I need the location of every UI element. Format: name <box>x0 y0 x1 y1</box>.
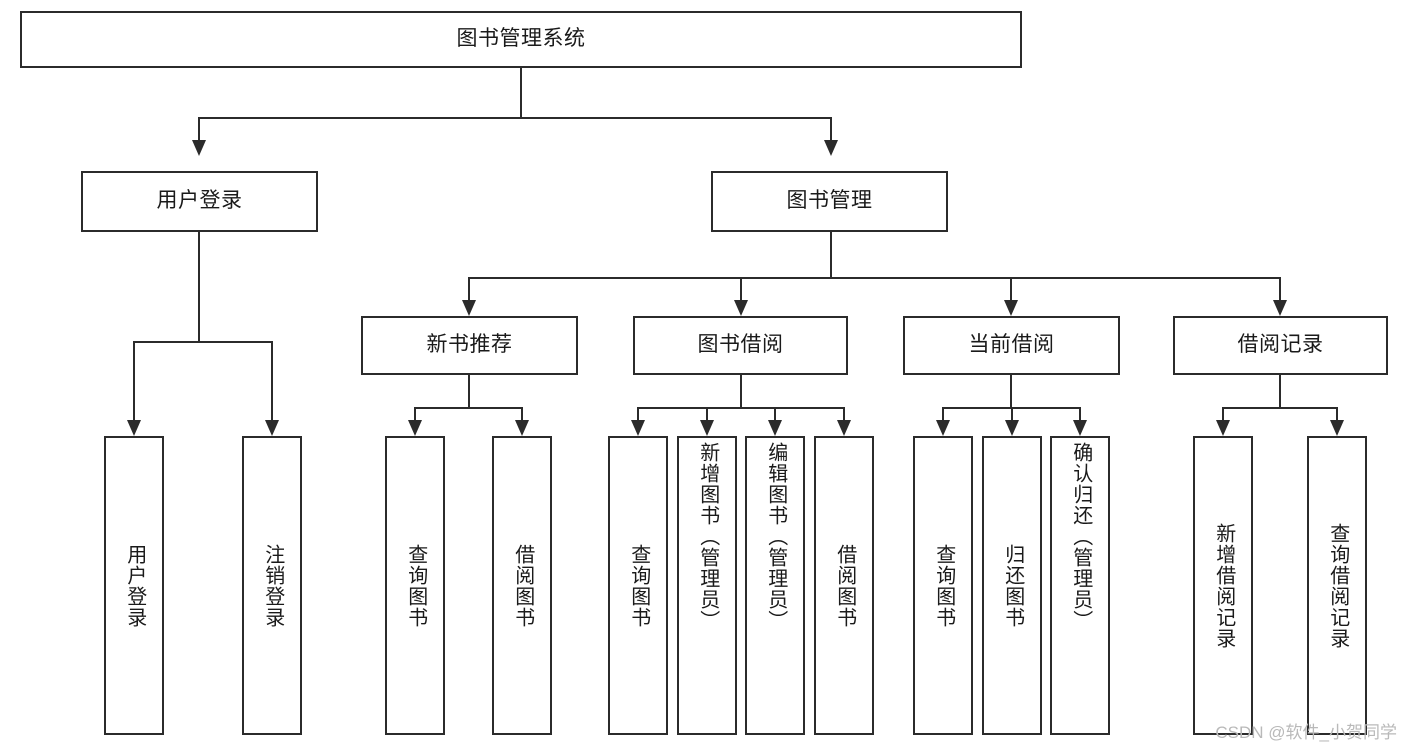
connector-root-to-user-login <box>198 117 200 140</box>
node-label: 图书管理系统 <box>456 27 586 51</box>
connector-new-book-to-leaf-1 <box>414 407 416 420</box>
arrowhead-current-borrow-leaf-3 <box>1073 420 1087 436</box>
leaf-label: 用户登录 <box>123 543 146 628</box>
connector-book-borrow-to-leaf-4 <box>843 407 845 420</box>
node-new-book-recommend[interactable]: 新书推荐 <box>361 316 578 375</box>
arrowhead-new-book <box>462 300 476 316</box>
arrowhead-book-borrow-leaf-3 <box>768 420 782 436</box>
node-label: 图书借阅 <box>697 333 784 357</box>
leaf-label: 新增借阅记录 <box>1212 522 1235 649</box>
node-label: 当前借阅 <box>968 333 1055 357</box>
connector-book-manage-bus <box>468 277 1281 279</box>
arrowhead-book-borrow <box>734 300 748 316</box>
connector-root-bus <box>198 117 832 119</box>
leaf-new-book-query[interactable]: 查询图书 <box>385 436 445 735</box>
arrowhead-new-book-leaf-2 <box>515 420 529 436</box>
leaf-label: 查询图书 <box>627 543 650 628</box>
connector-book-borrow-to-leaf-2 <box>706 407 708 420</box>
connector-to-current-borrow <box>1010 277 1012 300</box>
connector-current-borrow-to-leaf-1 <box>942 407 944 420</box>
connector-borrow-record-to-leaf-2 <box>1336 407 1338 420</box>
leaf-label: 借阅图书 <box>833 543 856 628</box>
connector-book-manage-stem <box>830 232 832 277</box>
arrowhead-user-login <box>192 140 206 156</box>
leaf-current-borrow-confirm-return[interactable]: 确认归还（管理员） <box>1050 436 1110 735</box>
leaf-book-borrow-borrow[interactable]: 借阅图书 <box>814 436 874 735</box>
arrowhead-new-book-leaf-1 <box>408 420 422 436</box>
arrowhead-current-borrow-leaf-2 <box>1005 420 1019 436</box>
leaf-book-borrow-add[interactable]: 新增图书（管理员） <box>677 436 737 735</box>
leaf-label: 查询图书 <box>932 543 955 628</box>
arrowhead-book-manage <box>824 140 838 156</box>
connector-book-borrow-stem <box>740 375 742 407</box>
node-borrow-record[interactable]: 借阅记录 <box>1173 316 1388 375</box>
leaf-label: 归还图书 <box>1001 543 1024 628</box>
leaf-book-borrow-edit[interactable]: 编辑图书（管理员） <box>745 436 805 735</box>
leaf-label: 查询借阅记录 <box>1326 522 1349 649</box>
leaf-current-borrow-return[interactable]: 归还图书 <box>982 436 1042 735</box>
arrowhead-current-borrow-leaf-1 <box>936 420 950 436</box>
leaf-new-book-borrow[interactable]: 借阅图书 <box>492 436 552 735</box>
node-label: 图书管理 <box>786 189 873 213</box>
leaf-label: 注销登录 <box>261 543 284 628</box>
connector-borrow-record-bus <box>1222 407 1337 409</box>
node-current-borrow[interactable]: 当前借阅 <box>903 316 1120 375</box>
arrowhead-borrow-record-leaf-2 <box>1330 420 1344 436</box>
node-book-manage[interactable]: 图书管理 <box>711 171 948 232</box>
connector-user-login-bus <box>133 341 272 343</box>
connector-new-book-to-leaf-2 <box>521 407 523 420</box>
arrowhead-book-borrow-leaf-2 <box>700 420 714 436</box>
arrowhead-book-borrow-leaf-4 <box>837 420 851 436</box>
connector-book-borrow-bus <box>637 407 844 409</box>
arrowhead-borrow-record-leaf-1 <box>1216 420 1230 436</box>
connector-current-borrow-to-leaf-2 <box>1011 407 1013 420</box>
connector-to-new-book <box>468 277 470 300</box>
connector-new-book-bus <box>414 407 522 409</box>
arrowhead-user-login-leaf-1 <box>127 420 141 436</box>
arrowhead-book-borrow-leaf-1 <box>631 420 645 436</box>
connector-borrow-record-stem <box>1279 375 1281 407</box>
arrowhead-current-borrow <box>1004 300 1018 316</box>
connector-current-borrow-to-leaf-3 <box>1079 407 1081 420</box>
leaf-current-borrow-query[interactable]: 查询图书 <box>913 436 973 735</box>
leaf-borrow-record-query[interactable]: 查询借阅记录 <box>1307 436 1367 735</box>
node-book-borrow[interactable]: 图书借阅 <box>633 316 848 375</box>
watermark-text: CSDN @软件_小贺同学 <box>1215 723 1397 742</box>
leaf-user-login-login[interactable]: 用户登录 <box>104 436 164 735</box>
node-label: 用户登录 <box>156 189 243 213</box>
leaf-label: 确认归还（管理员） <box>1069 442 1092 631</box>
connector-book-borrow-to-leaf-3 <box>774 407 776 420</box>
leaf-user-login-logout[interactable]: 注销登录 <box>242 436 302 735</box>
leaf-label: 编辑图书（管理员） <box>764 442 787 631</box>
arrowhead-borrow-record <box>1273 300 1287 316</box>
leaf-borrow-record-add[interactable]: 新增借阅记录 <box>1193 436 1253 735</box>
leaf-label: 新增图书（管理员） <box>696 442 719 631</box>
connector-to-book-borrow <box>740 277 742 300</box>
connector-new-book-stem <box>468 375 470 407</box>
connector-to-borrow-record <box>1279 277 1281 300</box>
arrowhead-user-login-leaf-2 <box>265 420 279 436</box>
connector-root-to-book-manage <box>830 117 832 140</box>
leaf-book-borrow-query[interactable]: 查询图书 <box>608 436 668 735</box>
connector-user-login-stem <box>198 232 200 341</box>
node-label: 新书推荐 <box>426 333 513 357</box>
leaf-label: 查询图书 <box>404 543 427 628</box>
connector-user-login-to-leaf-2 <box>271 341 273 420</box>
connector-user-login-to-leaf-1 <box>133 341 135 420</box>
node-root-system[interactable]: 图书管理系统 <box>20 11 1022 68</box>
connector-book-borrow-to-leaf-1 <box>637 407 639 420</box>
connector-borrow-record-to-leaf-1 <box>1222 407 1224 420</box>
connector-root-stem <box>520 68 522 117</box>
node-user-login[interactable]: 用户登录 <box>81 171 318 232</box>
leaf-label: 借阅图书 <box>511 543 534 628</box>
connector-current-borrow-stem <box>1010 375 1012 407</box>
node-label: 借阅记录 <box>1237 333 1324 357</box>
